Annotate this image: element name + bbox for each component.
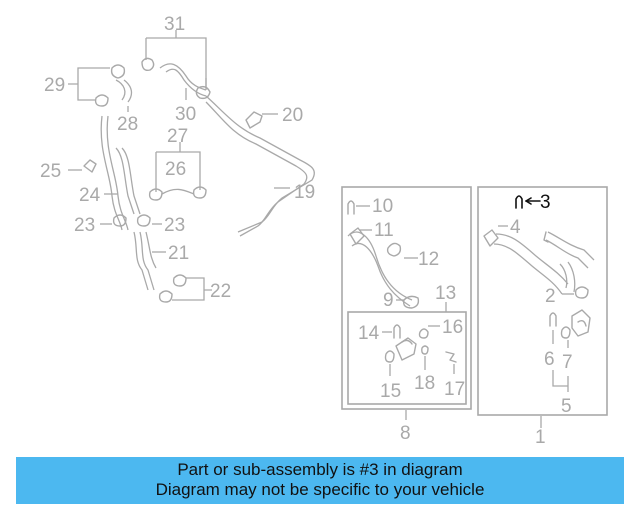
sub-assembly-1 bbox=[477, 186, 608, 428]
callout-22[interactable]: 22 bbox=[210, 281, 231, 302]
callout-23-right[interactable]: 23 bbox=[164, 215, 185, 236]
part-3-clip bbox=[515, 195, 523, 209]
callout-12[interactable]: 12 bbox=[418, 249, 439, 270]
callout-9[interactable]: 9 bbox=[383, 290, 394, 311]
callout-16[interactable]: 16 bbox=[442, 317, 463, 338]
callout-1[interactable]: 1 bbox=[535, 427, 546, 448]
callout-10[interactable]: 10 bbox=[372, 196, 393, 217]
callout-28[interactable]: 28 bbox=[117, 114, 138, 135]
callout-31[interactable]: 31 bbox=[164, 14, 185, 35]
sub-assembly-1-callouts: 3 4 2 6 7 5 1 bbox=[510, 192, 573, 448]
parts-diagram: 31 29 28 30 20 27 26 25 24 19 23 23 21 2… bbox=[40, 14, 608, 448]
banner-line-disclaimer: Diagram may not be specific to your vehi… bbox=[155, 480, 485, 499]
callout-29[interactable]: 29 bbox=[44, 75, 65, 96]
callout-20[interactable]: 20 bbox=[282, 105, 303, 126]
callout-4[interactable]: 4 bbox=[510, 217, 521, 238]
callout-3-highlighted[interactable]: 3 bbox=[540, 192, 551, 213]
info-banner: Part or sub-assembly is #3 in diagram Di… bbox=[16, 457, 624, 504]
callout-5[interactable]: 5 bbox=[561, 396, 572, 417]
banner-line-part-number: Part or sub-assembly is #3 in diagram bbox=[177, 460, 463, 479]
callout-6[interactable]: 6 bbox=[544, 349, 555, 370]
left-callouts: 31 29 28 30 20 27 26 25 24 19 23 23 21 2… bbox=[40, 14, 315, 302]
callout-27[interactable]: 27 bbox=[167, 126, 188, 147]
callout-21[interactable]: 21 bbox=[168, 243, 189, 264]
sub-assembly-8 bbox=[341, 186, 472, 420]
callout-24[interactable]: 24 bbox=[79, 185, 101, 206]
callout-14[interactable]: 14 bbox=[358, 323, 380, 344]
callout-15[interactable]: 15 bbox=[380, 381, 401, 402]
callout-11[interactable]: 11 bbox=[374, 220, 394, 241]
callout-19[interactable]: 19 bbox=[294, 182, 315, 203]
callout-8[interactable]: 8 bbox=[400, 423, 411, 444]
callout-2[interactable]: 2 bbox=[545, 286, 556, 307]
callout-30[interactable]: 30 bbox=[175, 104, 196, 125]
callout-7[interactable]: 7 bbox=[562, 352, 573, 373]
callout-23-left[interactable]: 23 bbox=[74, 215, 95, 236]
callout-26[interactable]: 26 bbox=[165, 159, 186, 180]
left-hose-assembly bbox=[68, 30, 315, 303]
callout-25[interactable]: 25 bbox=[40, 161, 61, 182]
sub-assembly-8-callouts: 10 11 12 13 9 14 16 15 18 17 8 bbox=[358, 196, 465, 444]
callout-18[interactable]: 18 bbox=[414, 373, 435, 394]
callout-13[interactable]: 13 bbox=[435, 283, 456, 304]
callout-17[interactable]: 17 bbox=[444, 379, 465, 400]
